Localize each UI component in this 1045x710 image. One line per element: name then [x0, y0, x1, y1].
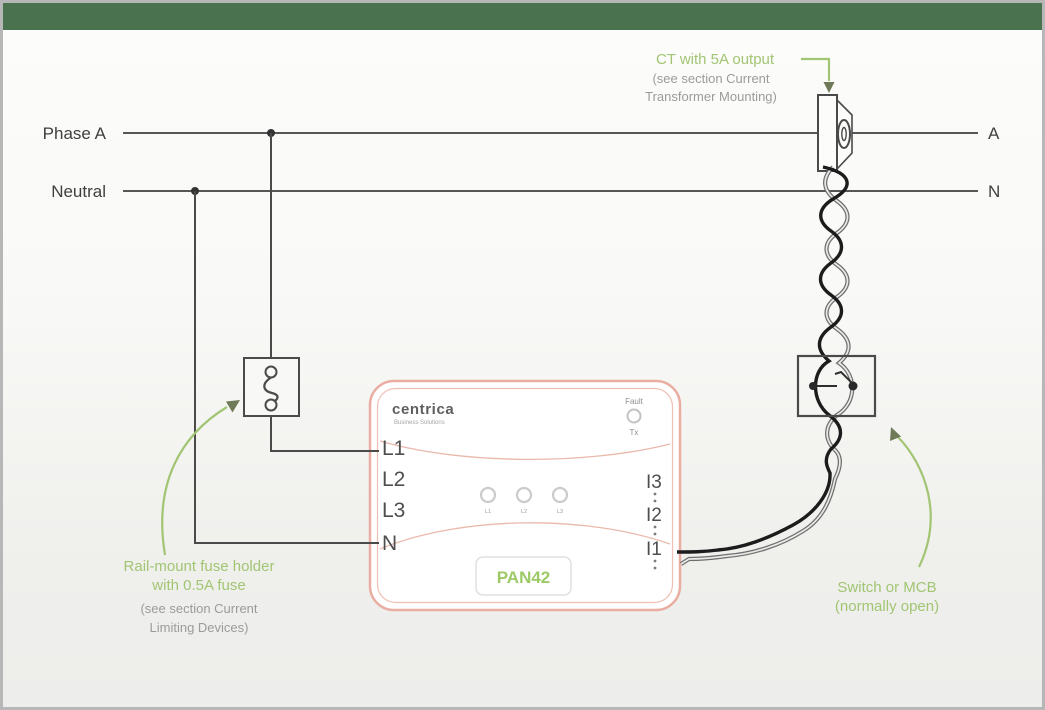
brand-tagline: Business Solutions — [394, 420, 445, 426]
phase-a-label: Phase A — [43, 124, 107, 143]
fuse-annotation: Rail-mount fuse holder with 0.5A fuse (s… — [124, 400, 275, 635]
switch-annotation-title: Switch or MCB — [837, 579, 936, 596]
ct-aperture — [837, 119, 851, 149]
fuse-annotation-sub2: Limiting Devices) — [150, 620, 249, 635]
device-inner-border — [376, 387, 674, 604]
model-badge — [475, 556, 572, 596]
ct-annotation-arrowhead-icon — [823, 82, 835, 93]
fuse-branch-wires — [194, 133, 379, 544]
fuse-annotation-arrowhead-icon — [226, 400, 240, 413]
device-decor-arc-lower — [379, 522, 671, 550]
led-l1-label: L1 — [485, 509, 491, 515]
led-l1-icon — [479, 486, 497, 504]
terminal-l3: L3 — [382, 499, 405, 522]
terminal-i2: I2 — [646, 505, 662, 526]
fuse-annotation-sub1: (see section Current — [140, 601, 257, 616]
switch-annotation-sub: (normally open) — [835, 598, 939, 615]
terminal-n: N — [382, 532, 397, 555]
top-green-bar — [3, 3, 1042, 30]
pan42-wiring-diagram: centrica Business Solutions Fault Tx L1 … — [43, 51, 1001, 635]
ct-annotation-sub2: Transformer Mounting) — [645, 89, 777, 104]
fuse-element-icon — [263, 376, 279, 404]
switch-annotation-arrowhead-icon — [890, 427, 901, 441]
ct-aperture-inner — [841, 126, 847, 142]
tx-led-label: Tx — [630, 428, 639, 437]
twisted-pair-white-wire-core — [680, 166, 854, 565]
ct-annotation-title: CT with 5A output — [656, 51, 775, 68]
ct-annotation-arrow — [801, 57, 831, 81]
ct-annotation: CT with 5A output (see section Current T… — [645, 51, 835, 104]
fuse-bottom-contact — [264, 398, 278, 412]
led-l3-label: L3 — [557, 509, 563, 515]
led-l2-label: L2 — [521, 509, 527, 515]
ct-body — [817, 94, 838, 172]
switch-annotation: Switch or MCB (normally open) — [835, 427, 939, 615]
led-l3-icon — [551, 486, 569, 504]
terminal-i1: I1 — [646, 539, 662, 560]
device-decor-arc-upper — [379, 440, 671, 461]
terminal-i3: I3 — [646, 472, 662, 493]
pan42-device: centrica Business Solutions Fault Tx L1 … — [368, 379, 682, 612]
phase-led-indicators: L1 L2 L3 — [479, 486, 569, 515]
brand-logo: centrica — [392, 401, 454, 418]
model-label: PAN42 — [497, 568, 551, 587]
ct-twisted-pair-wire — [676, 165, 855, 566]
terminal-dots — [653, 492, 657, 570]
fuse-holder — [243, 357, 300, 417]
neutral-end-label: N — [988, 182, 1000, 201]
switch-right-pole — [848, 381, 858, 391]
fuse-annotation-title1: Rail-mount fuse holder — [124, 558, 275, 575]
ct-annotation-sub1: (see section Current — [652, 71, 769, 86]
current-transformer — [817, 94, 853, 172]
switch-mcb — [796, 354, 877, 418]
switch-box — [796, 354, 877, 418]
phase-a-end-label: A — [988, 124, 1000, 143]
fuse-annotation-title2: with 0.5A fuse — [151, 577, 245, 594]
fuse-top-contact — [264, 365, 278, 379]
fault-led-icon — [626, 408, 642, 424]
switch-lever-icon — [834, 370, 854, 385]
switch-left-pole — [809, 382, 817, 390]
terminal-l2: L2 — [382, 468, 405, 491]
fault-led-label: Fault — [625, 397, 644, 406]
twisted-pair-black-wire — [676, 165, 849, 554]
fuse-annotation-arrow — [161, 406, 228, 556]
neutral-label: Neutral — [51, 182, 106, 201]
switch-annotation-arrow — [897, 436, 932, 568]
terminal-l1: L1 — [382, 437, 405, 460]
led-l2-icon — [515, 486, 533, 504]
